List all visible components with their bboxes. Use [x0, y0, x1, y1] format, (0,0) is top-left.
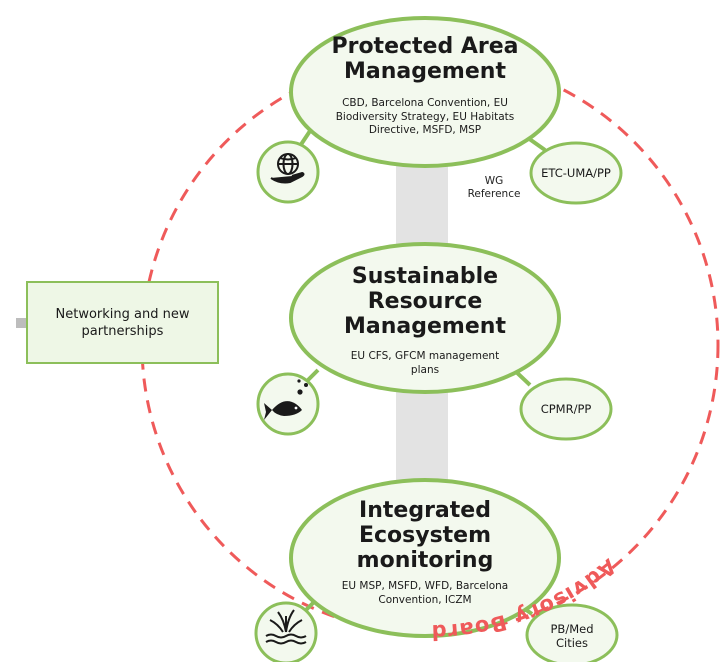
node-ecosystem-monitoring-subtitle: EU MSP, MSFD, WFD, Barcelona Convention,… [341, 580, 509, 606]
fish-icon [264, 379, 308, 420]
connector-partner-1 [526, 136, 547, 152]
node-ecosystem-monitoring-ellipse [289, 478, 561, 638]
node-sustainable-resource-ellipse [289, 242, 561, 394]
partner-1-ellipse [529, 141, 623, 205]
partner-3-ellipse [525, 603, 619, 662]
node-sustainable-resource-subtitle: EU CFS, GFCM management plans [350, 350, 500, 376]
icon-circle-3 [254, 601, 318, 662]
globe-hand-icon [270, 153, 305, 184]
icon-circle-1 [256, 140, 320, 204]
node-protected-area-ellipse [289, 16, 561, 168]
networking-label: Networking and new partnerships [55, 306, 190, 339]
partner-1-label: ETC-UMA/PP [541, 166, 611, 180]
node-sustainable-resource-title: Sustainable Resource Management [344, 264, 506, 339]
node-protected-area-subtitle: CBD, Barcelona Convention, EU Biodiversi… [335, 97, 515, 136]
node-ecosystem-monitoring-title: Integrated Ecosystem monitoring [356, 498, 494, 573]
node-protected-area-title: Protected Area Management [331, 34, 519, 84]
partner-2-label: CPMR/PP [540, 402, 592, 416]
partner-2-ellipse [519, 377, 613, 441]
seagrass-icon [265, 609, 307, 645]
wg-reference-label: WG Reference [467, 175, 521, 200]
partner-3-label: PB/Med Cities [550, 622, 594, 650]
networking-box: Networking and new partnerships [26, 281, 219, 364]
networking-tab [16, 318, 26, 328]
